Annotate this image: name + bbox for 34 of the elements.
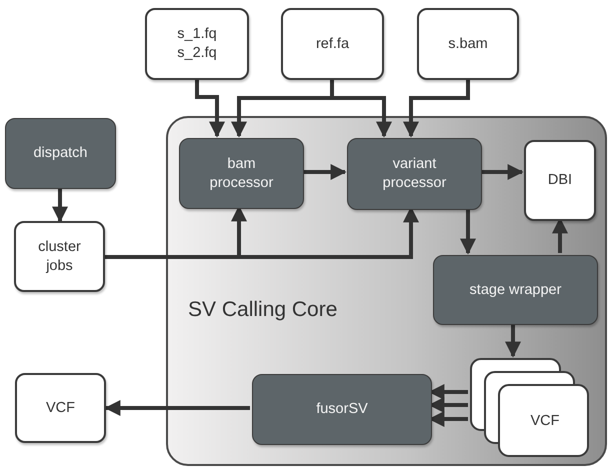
node-label: fusorSV xyxy=(316,400,368,419)
group-title: SV Calling Core xyxy=(188,297,338,323)
node-label: stage wrapper xyxy=(470,280,562,300)
file-stack xyxy=(470,358,591,458)
data-box xyxy=(15,373,106,443)
arrow xyxy=(403,80,470,138)
data-box xyxy=(14,221,105,292)
arrow xyxy=(302,164,347,180)
group-panel xyxy=(166,116,607,466)
node-label: bam processor xyxy=(208,154,274,192)
arrow xyxy=(505,323,521,358)
node-label: ref.fa xyxy=(316,34,350,54)
arrow xyxy=(480,164,524,180)
node-label: variant processor xyxy=(382,155,448,193)
node-label: VCF xyxy=(46,398,75,418)
data-box xyxy=(417,8,519,80)
process-box xyxy=(347,138,482,210)
data-box xyxy=(524,140,596,221)
node-label: DBI xyxy=(548,171,572,190)
node-label: s_1.fq s_2.fq xyxy=(176,25,218,63)
process-box xyxy=(5,118,116,189)
arrow xyxy=(52,189,68,223)
node-label: dispatch xyxy=(33,144,88,163)
arrow xyxy=(104,400,250,416)
process-box xyxy=(252,374,432,445)
data-box xyxy=(145,8,249,80)
node-label: cluster jobs xyxy=(37,238,82,276)
node-label: s.bam xyxy=(448,34,488,54)
process-box xyxy=(433,255,598,325)
arrow xyxy=(460,208,476,255)
node-label: VCF xyxy=(530,412,560,431)
data-box xyxy=(281,8,384,80)
process-box xyxy=(179,138,304,209)
arrow xyxy=(195,80,225,138)
